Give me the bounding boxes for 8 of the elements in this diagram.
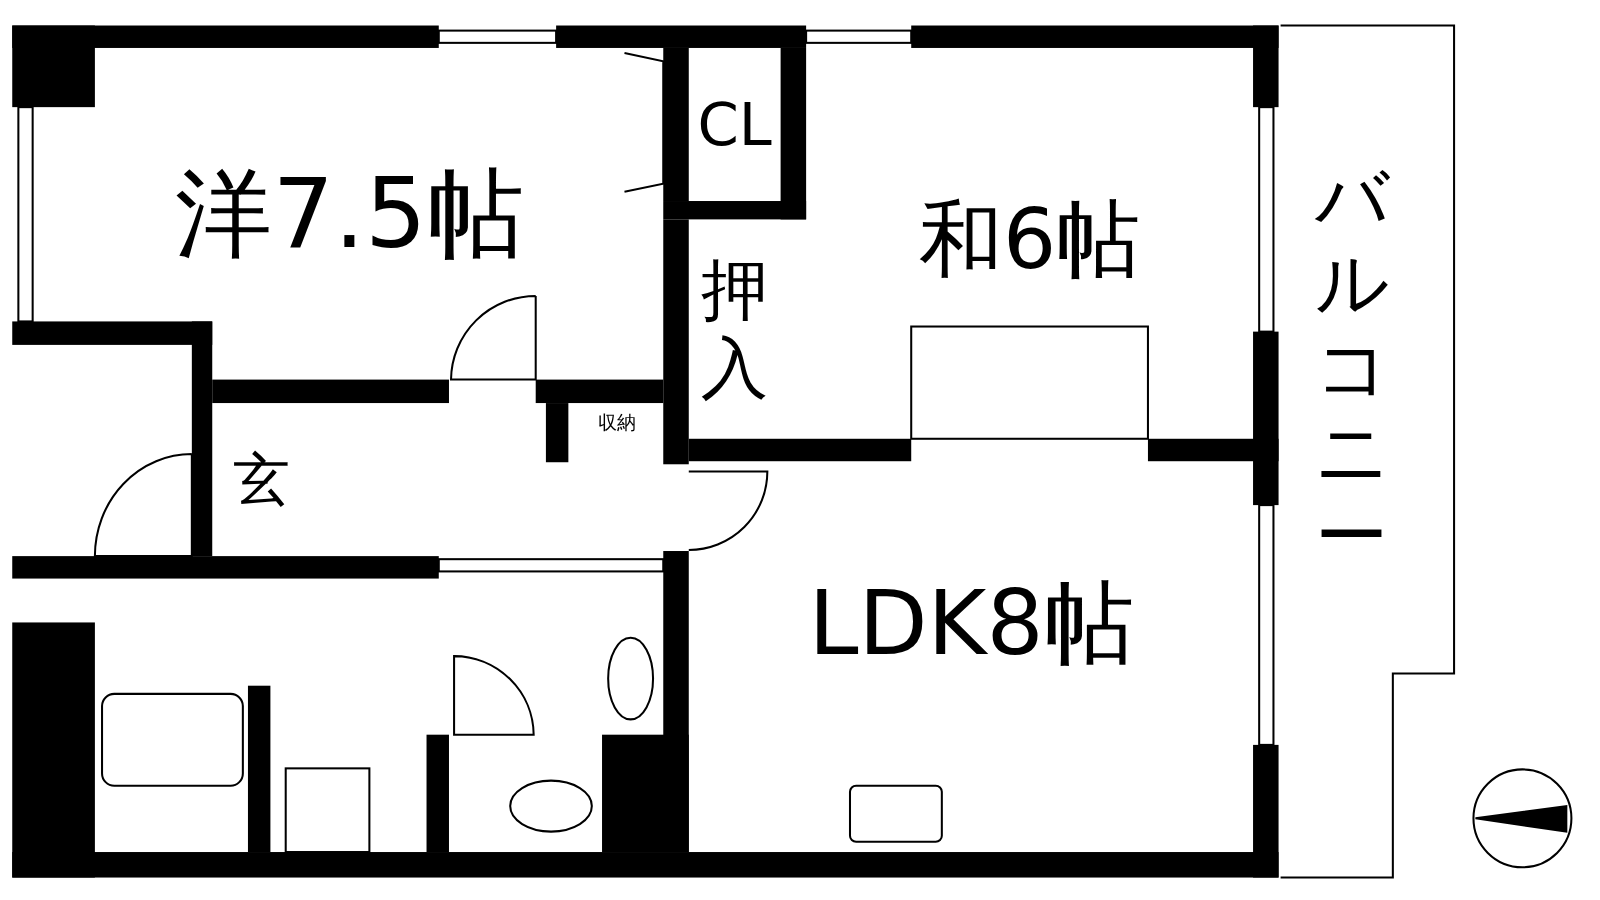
- room-label: 和6帖: [919, 197, 1140, 282]
- room-label: バルコニー: [1315, 156, 1389, 579]
- room-label: LDK8帖: [808, 578, 1134, 669]
- room-label: 押入: [701, 251, 769, 407]
- room-label: CL: [697, 94, 772, 155]
- room-label: 玄: [233, 451, 291, 509]
- room-label: 洋7.5帖: [175, 165, 524, 263]
- room-label: 収納: [597, 411, 637, 432]
